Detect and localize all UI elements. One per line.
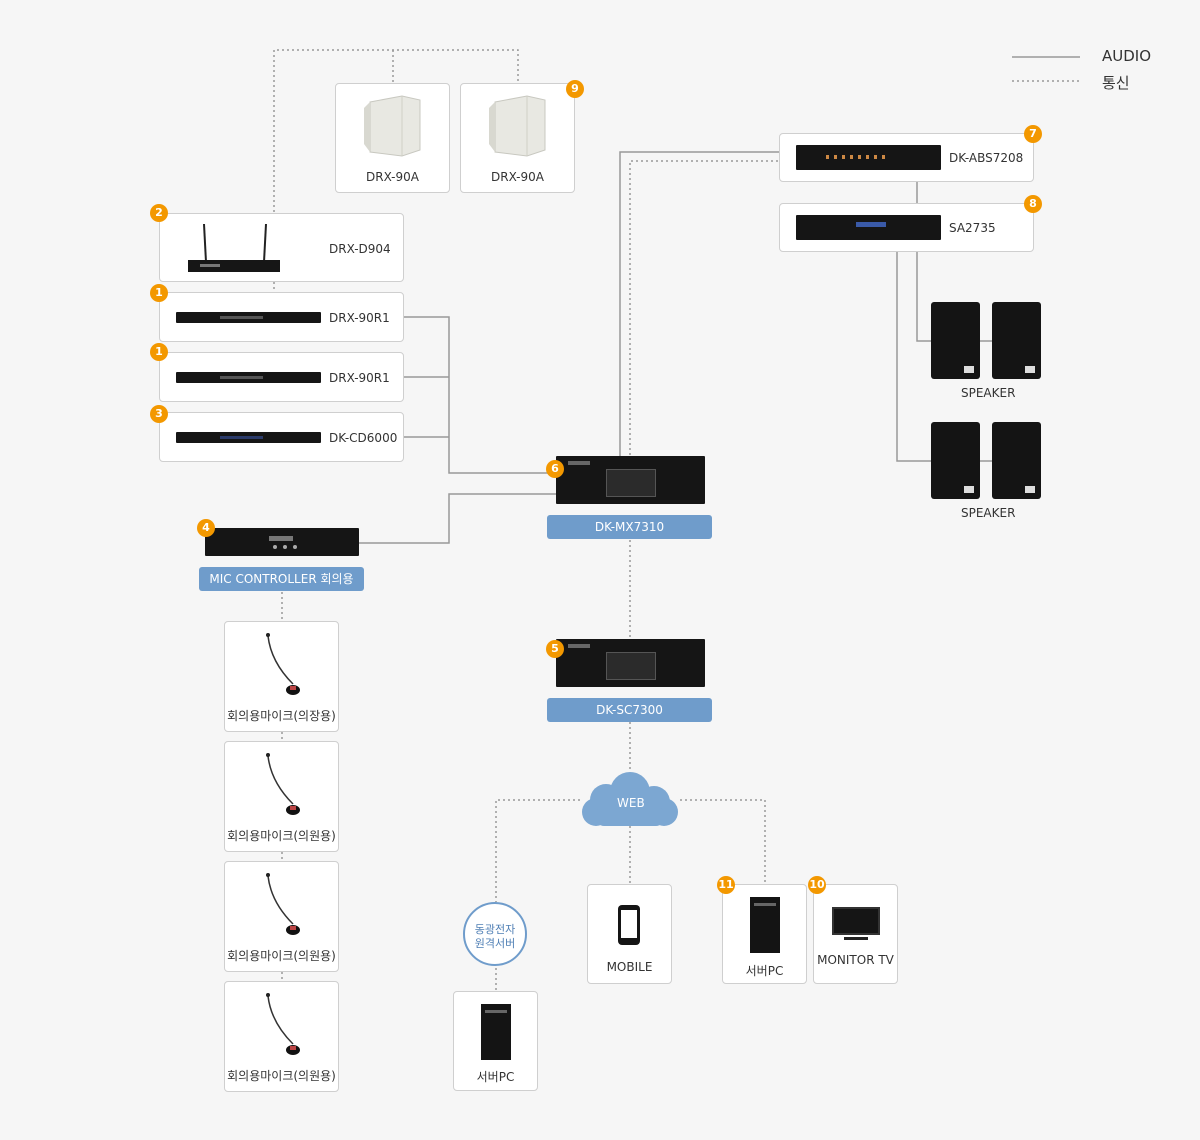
rack-unit-icon (176, 312, 321, 323)
server-pc-icon (750, 897, 780, 953)
mic-label: 회의용마이크(의원용) (227, 829, 336, 843)
device-label: 서버PC (476, 1070, 515, 1084)
legend-comm: 통신 (1102, 74, 1130, 92)
legend-audio: AUDIO (1102, 47, 1152, 65)
badge: 10 (808, 876, 826, 894)
mic-controller-label: MIC CONTROLLER 회의용 (199, 567, 364, 591)
antenna-card: DRX-90A (460, 83, 575, 193)
mobile-phone-icon (618, 905, 640, 945)
mixer-icon (556, 456, 705, 504)
controller-label: DK-SC7300 (547, 698, 712, 722)
receiver-card: DRX-90R1 (159, 292, 404, 342)
device-label: 서버PC (745, 964, 784, 978)
mic-label: 회의용마이크(의원용) (227, 1069, 336, 1083)
badge: 5 (546, 640, 564, 658)
speaker-label: SPEAKER (961, 386, 1016, 400)
monitor-card: MONITOR TV (813, 884, 898, 984)
rack-unit-icon (796, 215, 941, 240)
badge: 4 (197, 519, 215, 537)
badge: 1 (150, 343, 168, 361)
antenna-label: DRX-90A (490, 170, 544, 184)
mic-label: 회의용마이크(의원용) (227, 949, 336, 963)
device-label: DRX-D904 (329, 242, 391, 256)
mic-label: 회의용마이크(의장용) (227, 709, 336, 723)
microphone-icon (266, 993, 300, 1055)
amplifier-card: DK-ABS7208 (779, 133, 1034, 182)
device-label: MONITOR TV (817, 953, 894, 967)
badge: 1 (150, 284, 168, 302)
receiver-card: DRX-90R1 (159, 352, 404, 402)
device-label: DRX-90R1 (329, 371, 390, 385)
badge: 8 (1024, 195, 1042, 213)
device-label: DK-ABS7208 (949, 151, 1024, 165)
antenna-label: DRX-90A (365, 170, 419, 184)
server-pc-card: 서버PC (453, 991, 538, 1091)
mic-card: 회의용마이크(의장용) (224, 621, 339, 732)
badge: 3 (150, 405, 168, 423)
speaker-icon (992, 422, 1041, 499)
server-pc-icon (481, 1004, 511, 1060)
speaker-label: SPEAKER (961, 506, 1016, 520)
rack-unit-icon (796, 145, 941, 170)
remote-server-node: 동광전자 원격서버 (463, 902, 527, 966)
amplifier-card: SA2735 (779, 203, 1034, 252)
speaker-icon (992, 302, 1041, 379)
mic-card: 회의용마이크(의원용) (224, 861, 339, 972)
antenna-icon (364, 95, 421, 157)
badge: 2 (150, 204, 168, 222)
badge: 9 (566, 80, 584, 98)
remote-server-line2: 원격서버 (474, 937, 516, 950)
mic-controller-icon (205, 528, 359, 556)
wireless-receiver-icon (188, 223, 280, 272)
rack-unit-icon (176, 372, 321, 383)
speaker-icon (931, 302, 980, 379)
microphone-icon (266, 753, 300, 815)
controller-icon (556, 639, 705, 687)
device-label: MOBILE (606, 960, 653, 974)
audio-lines (359, 151, 993, 544)
mixer-label: DK-MX7310 (547, 515, 712, 539)
antenna-icon (489, 95, 546, 157)
device-label: SA2735 (949, 221, 996, 235)
antenna-card: DRX-90A (335, 83, 450, 193)
mic-card: 회의용마이크(의원용) (224, 981, 339, 1092)
server-pc-card: 서버PC (722, 884, 807, 984)
rack-unit-icon (176, 432, 321, 443)
mic-card: 회의용마이크(의원용) (224, 741, 339, 852)
badge: 7 (1024, 125, 1042, 143)
receiver-card: DRX-D904 (159, 213, 404, 282)
cloud-label: WEB (617, 796, 645, 810)
cd-player-card: DK-CD6000 (159, 412, 404, 462)
remote-server-line1: 동광전자 (474, 923, 516, 936)
microphone-icon (266, 873, 300, 935)
mobile-card: MOBILE (587, 884, 672, 984)
badge: 6 (546, 460, 564, 478)
comm-lines (273, 49, 780, 992)
device-label: DRX-90R1 (329, 311, 390, 325)
device-label: DK-CD6000 (329, 431, 398, 445)
badge: 11 (717, 876, 735, 894)
speaker-icon (931, 422, 980, 499)
monitor-tv-icon (832, 907, 880, 935)
microphone-icon (266, 633, 300, 695)
cloud-icon (582, 772, 678, 826)
